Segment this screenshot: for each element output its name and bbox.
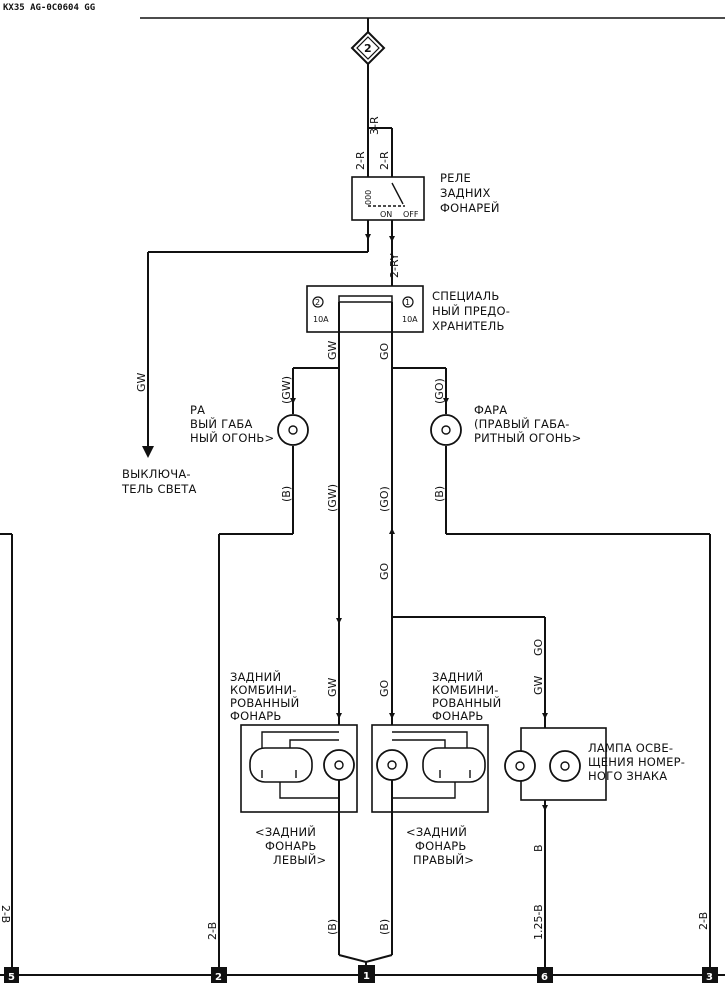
- rear-right-inner-bottom: [392, 782, 456, 799]
- light-switch-label-1: ВЫКЛЮЧА-: [122, 467, 191, 481]
- rear-right-label-1: ЗАДНИЙ: [432, 669, 483, 684]
- trunk-go-mid: GO: [378, 562, 391, 580]
- wire-go-fuse: GO: [378, 342, 391, 360]
- left-marker-wire-b: (B): [280, 486, 293, 502]
- rear-left-caption-1: <ЗАДНИЙ: [255, 824, 316, 839]
- relay-contact: [391, 182, 404, 205]
- doc-code: KX35 AG-0C0604 GG: [3, 3, 95, 13]
- rear-left-wire: GW: [326, 677, 339, 697]
- rear-right-label-4: ФОНАРЬ: [432, 709, 484, 723]
- rear-right-lamp-label: ЗАДНИЙ КОМБИНИ- РОВАННЫЙ ФОНАРЬ: [432, 669, 501, 723]
- rear-right-inner-top: [392, 731, 468, 748]
- relay-label-2: ЗАДНИХ: [440, 186, 491, 200]
- plate-label-3: НОГО ЗНАКА: [588, 769, 667, 783]
- rear-left-caption-2: ФОНАРЬ: [265, 839, 317, 853]
- right-marker-wire-b: (B): [433, 486, 446, 502]
- rear-right-label-3: РОВАННЫЙ: [432, 695, 501, 710]
- ground-point-6-label: 6: [541, 972, 548, 983]
- ground-point-5-label: 5: [8, 972, 15, 983]
- fuse-amp-right: 10A: [402, 315, 418, 324]
- edge-left-wire: 2-B: [0, 905, 12, 923]
- relay-off: OFF: [403, 210, 419, 219]
- rear-right-caption-2: ФОНАРЬ: [415, 839, 467, 853]
- ground-point-3: 3: [702, 967, 718, 983]
- rear-left-label-2: КОМБИНИ-: [230, 683, 297, 697]
- plate-wire-gw: GW: [532, 675, 545, 695]
- ground-point-1: 1: [358, 965, 375, 983]
- fuse-label-3: ХРАНИТЕЛЬ: [432, 319, 505, 333]
- trunk-go-label: (GO): [378, 486, 391, 512]
- rear-right-ground-wire: (B): [378, 919, 391, 935]
- right-marker-lamp: [430, 414, 462, 446]
- rear-left-caption-3: ЛЕВЫЙ>: [273, 852, 326, 867]
- ground-point-2-label: 2: [215, 972, 222, 983]
- fuse-amp-left: 10A: [313, 315, 329, 324]
- right-ground-wire: 2-B: [697, 912, 710, 930]
- ground-point-1-label: 1: [363, 971, 370, 982]
- rear-right-inner-mid: [392, 739, 446, 748]
- rear-right-wire: GO: [378, 679, 391, 697]
- fuse-slot-left: 2: [315, 298, 320, 307]
- ground-point-2: 2: [211, 967, 227, 983]
- rear-left-label-1: ЗАДНИЙ: [230, 669, 281, 684]
- rear-left-inner-mid: [289, 739, 339, 748]
- relay-label: РЕЛЕ ЗАДНИХ ФОНАРЕЙ: [440, 171, 500, 215]
- rear-ground-join: [338, 954, 393, 964]
- rear-left-label-3: РОВАННЫЙ: [230, 695, 299, 710]
- fuse-label-1: СПЕЦИАЛЬ: [432, 289, 499, 303]
- left-ground-wire: 2-B: [206, 922, 219, 940]
- left-marker-label-2: ВЫЙ ГАБА: [190, 416, 253, 431]
- supply-connector-number: 2: [364, 42, 372, 55]
- rear-right-caption-3: ПРАВЫЙ>: [413, 852, 474, 867]
- light-switch-label-2: ТЕЛЬ СВЕТА: [121, 482, 197, 496]
- rear-left-inner-top: [261, 731, 339, 748]
- rear-left-ground-wire: (B): [326, 919, 339, 935]
- wire-2ry-label: 2-RY: [388, 253, 401, 278]
- special-fuse: 2 1 10A 10A: [306, 285, 424, 333]
- fuse-slot-right: 1: [405, 298, 410, 307]
- left-marker-label-1: РА: [190, 403, 205, 417]
- ground-point-6: 6: [537, 967, 553, 983]
- left-marker-label-3: НЫЙ ОГОНЬ>: [190, 430, 274, 445]
- rear-left-inner-bottom: [279, 782, 339, 799]
- light-switch-arrow: [142, 446, 154, 458]
- wire-2r-left: 2-R: [354, 151, 367, 170]
- relay-coil: 000: [364, 190, 373, 205]
- ground-point-3-label: 3: [706, 972, 713, 983]
- flow-arrows: [290, 234, 548, 811]
- fuse-label-2: НЫЙ ПРЕДО-: [432, 303, 510, 318]
- plate-wire-b: B: [532, 844, 545, 852]
- wire-3r-label: 3-R: [368, 116, 381, 135]
- tail-light-relay: 000 ON OFF: [351, 176, 425, 221]
- trunk-gw-label: (GW): [326, 484, 339, 512]
- right-marker-label-1: ФАРА: [474, 403, 507, 417]
- wire-2r-right: 2-R: [378, 151, 391, 170]
- plate-label-2: ЩЕНИЯ НОМЕР-: [588, 755, 685, 769]
- ground-point-5: 5: [4, 967, 19, 983]
- rear-left-lamp-label: ЗАДНИЙ КОМБИНИ- РОВАННЫЙ ФОНАРЬ: [230, 669, 299, 723]
- plate-wire-size: 1.25-B: [532, 904, 545, 940]
- right-marker-label-2: (ПРАВЫЙ ГАБА-: [474, 416, 570, 431]
- wire-gw-fuse: GW: [326, 340, 339, 360]
- rear-right-caption-1: <ЗАДНИЙ: [406, 824, 467, 839]
- rear-left-label-4: ФОНАРЬ: [230, 709, 282, 723]
- left-marker-lamp: [277, 414, 309, 446]
- rear-right-combination-lamp: [371, 724, 489, 813]
- relay-on: ON: [380, 210, 392, 219]
- supply-connector: 2: [350, 30, 386, 66]
- relay-label-3: ФОНАРЕЙ: [440, 200, 500, 215]
- license-plate-lamps: [504, 727, 607, 801]
- rear-left-combination-lamp: [240, 724, 358, 813]
- light-switch-wire: GW: [135, 372, 148, 392]
- relay-label-1: РЕЛЕ: [440, 171, 471, 185]
- right-marker-label-3: РИТНЫЙ ОГОНЬ>: [474, 430, 582, 445]
- plate-label-1: ЛАМПА ОСВЕ-: [588, 741, 673, 755]
- right-marker-wire-go: (GO): [433, 378, 446, 404]
- rear-right-label-2: КОМБИНИ-: [432, 683, 499, 697]
- plate-wire-go: GO: [532, 638, 545, 656]
- left-marker-wire-gw: (GW): [280, 376, 293, 404]
